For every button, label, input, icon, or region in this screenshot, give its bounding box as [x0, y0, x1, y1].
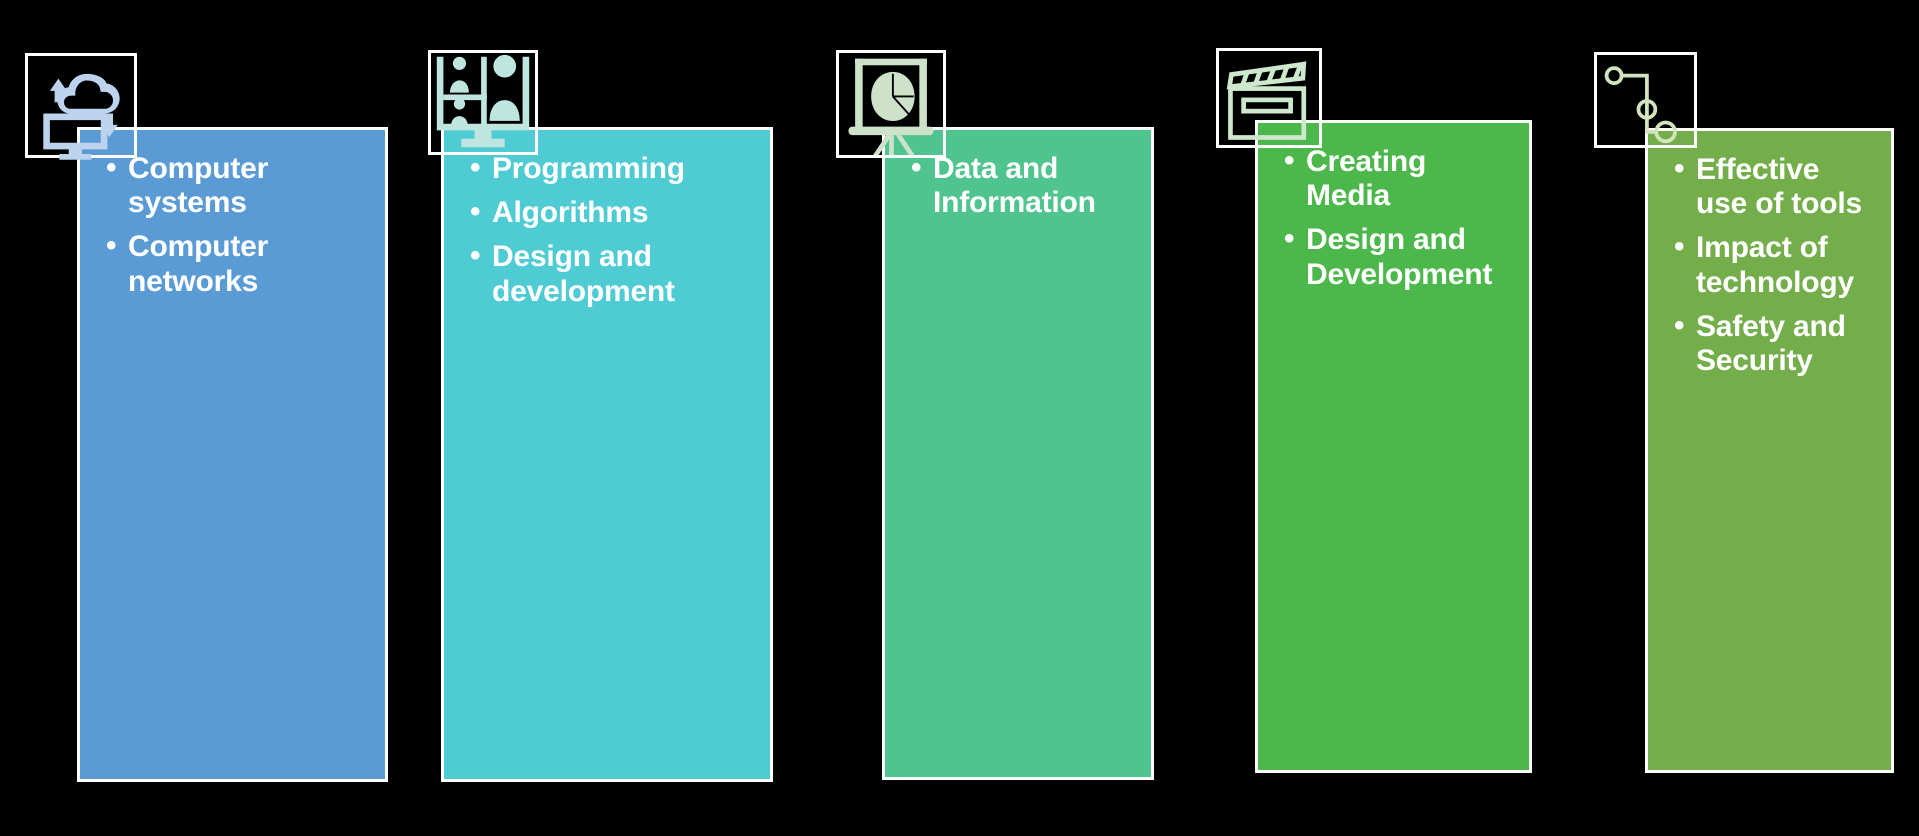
video-conference-people-icon [436, 54, 530, 148]
list-item: Creating Media [1284, 144, 1515, 213]
list-item: Design and Development [1284, 222, 1515, 291]
list-item: Impact of technology [1674, 230, 1877, 299]
list-item: Effective use of tools [1674, 152, 1877, 221]
network-nodes-icon-frame[interactable] [1594, 52, 1697, 148]
list-item: Design and development [470, 239, 756, 308]
bullet-list: Effective use of tools Impact of technol… [1648, 131, 1891, 378]
computer-cloud-sync-icon-frame[interactable] [25, 53, 137, 160]
bullet-list: Programming Algorithms Design and develo… [444, 130, 770, 309]
list-item: Algorithms [470, 195, 756, 230]
list-item: Data and Information [911, 151, 1137, 220]
strand-column-data-information[interactable]: Data and Information [882, 127, 1154, 780]
list-item: Computer systems [106, 151, 371, 220]
bullet-list: Computer systems Computer networks [80, 130, 385, 299]
list-item: Programming [470, 151, 756, 186]
list-item: Safety and Security [1674, 309, 1877, 378]
clapperboard-icon-frame[interactable] [1216, 48, 1322, 148]
computer-cloud-sync-icon [43, 73, 120, 160]
network-nodes-icon [1604, 66, 1677, 144]
strand-column-computer-science[interactable]: Computer systems Computer networks [77, 127, 388, 782]
clapperboard-icon [1226, 61, 1307, 140]
strand-column-creating-media[interactable]: Creating Media Design and Development [1255, 120, 1532, 773]
video-conference-people-icon-frame[interactable] [428, 50, 538, 155]
presentation-pie-chart-easel-icon-frame[interactable] [836, 50, 946, 158]
bullet-list: Data and Information [885, 130, 1151, 220]
presentation-pie-chart-easel-icon [848, 58, 934, 155]
bullet-list: Creating Media Design and Development [1258, 123, 1529, 292]
strand-column-programming[interactable]: Programming Algorithms Design and develo… [441, 127, 773, 782]
list-item: Computer networks [106, 229, 371, 298]
strand-column-digital-literacy[interactable]: Effective use of tools Impact of technol… [1645, 128, 1894, 773]
